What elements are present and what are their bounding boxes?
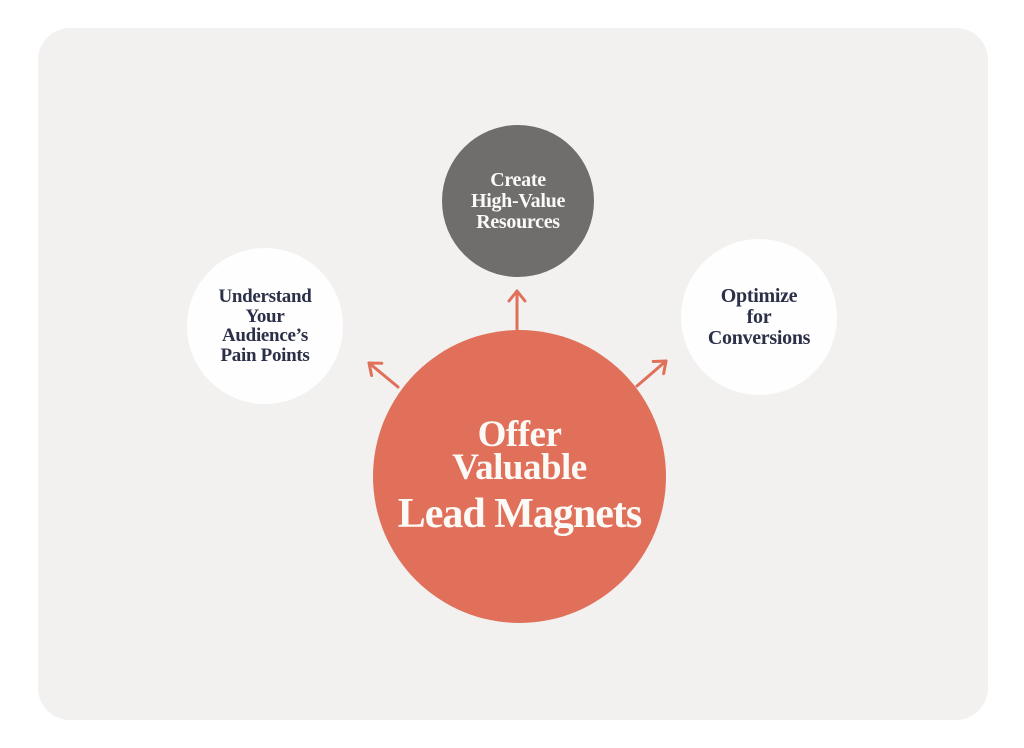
node-label-line: Your [245, 305, 285, 327]
node-offer-valuable-lead-magnets: Offer Valuable Lead Magnets [373, 330, 666, 623]
node-label-line: for [746, 305, 772, 328]
node-label: Offer Valuable Lead Magnets [373, 413, 666, 537]
node-label: Understand Your Audience’s Pain Points [187, 287, 343, 365]
node-label-line: High-Value [470, 189, 566, 212]
node-label: Create High-Value Resources [442, 168, 594, 233]
node-label-line: Pain Points [220, 344, 310, 366]
node-label-line: Understand [218, 286, 312, 307]
node-create-high-value-resources: Create High-Value Resources [442, 125, 594, 277]
node-optimize-for-conversions: Optimize for Conversions [681, 239, 837, 395]
node-label-line: Offer [477, 413, 562, 455]
node-label-line: Create [490, 168, 546, 191]
node-label: Optimize for Conversions [681, 284, 837, 349]
node-label-line: Resources [476, 210, 560, 233]
node-label-line: Valuable [452, 446, 587, 488]
node-label-line: Audience’s [221, 325, 309, 346]
node-label-line: Optimize [720, 284, 798, 307]
node-label-line: Lead Magnets [397, 490, 643, 537]
node-understand-audience-pain-points: Understand Your Audience’s Pain Points [187, 248, 343, 404]
node-label-line: Conversions [707, 326, 811, 349]
